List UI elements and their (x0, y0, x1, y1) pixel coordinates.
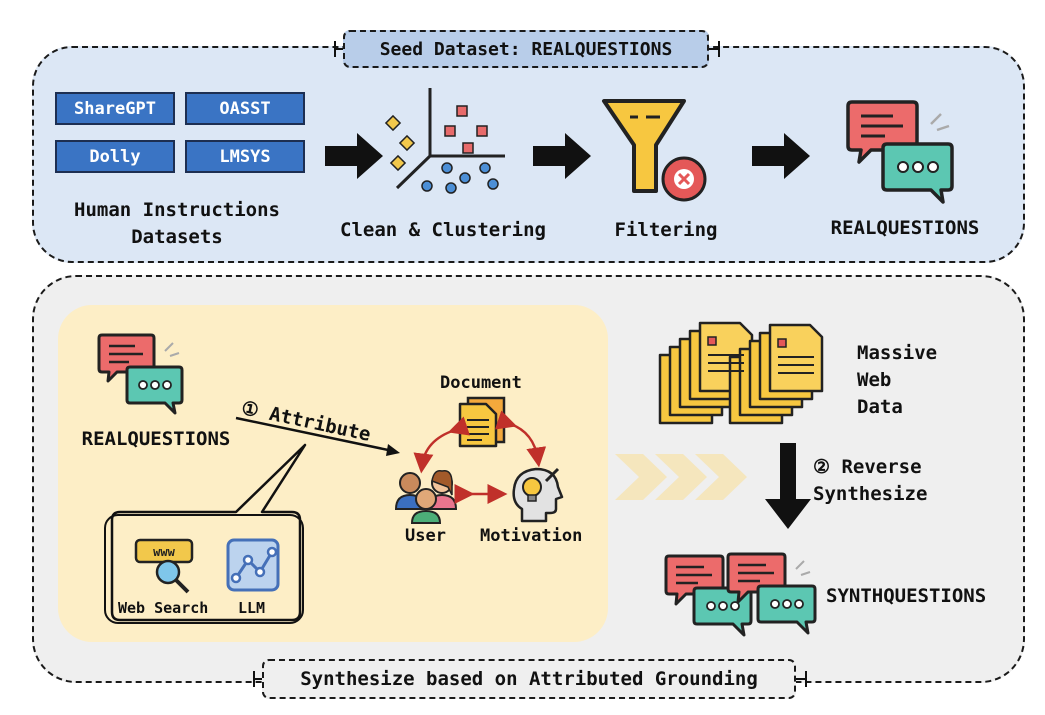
chat-bubbles-icon (97, 333, 184, 415)
user-node-label: User (405, 526, 446, 546)
document-node-label: Document (440, 373, 522, 393)
reverse-synthesize-line2: Synthesize (813, 483, 928, 505)
chat-bubbles-icon (846, 100, 954, 204)
web-search-icon: www (134, 538, 194, 594)
llm-network-icon (226, 538, 280, 592)
chevron-right-icon (615, 454, 747, 500)
sources-caption-line1: Human Instructions (74, 199, 280, 221)
synthquestions-label: SYNTHQUESTIONS (826, 585, 987, 607)
arrow-right-icon (752, 133, 810, 179)
sources-caption-line2: Datasets (131, 226, 223, 248)
chip-dolly: Dolly (55, 140, 175, 173)
user-group-icon (394, 469, 458, 524)
web-documents-stack-icon (658, 321, 824, 425)
realquestions-input-label: REALQUESTIONS (81, 428, 231, 450)
llm-label: LLM (238, 599, 266, 617)
web-search-label: Web Search (118, 599, 209, 617)
arrow-right-icon (325, 133, 383, 179)
chip-lmsys: LMSYS (185, 140, 305, 173)
filter-funnel-icon (602, 99, 707, 202)
chip-oasst: OASST (185, 92, 305, 125)
web-data-line1: Massive (857, 342, 938, 364)
step-clean-clustering-label: Clean & Clustering (340, 219, 546, 241)
step-filtering-label: Filtering (614, 219, 718, 241)
chat-bubbles-group-icon (664, 552, 817, 637)
svg-text:www: www (153, 545, 175, 559)
tools-box (104, 514, 304, 624)
seed-dataset-title: Seed Dataset: REALQUESTIONS (343, 30, 709, 68)
chip-sharegpt: ShareGPT (55, 92, 175, 125)
arrow-down-icon (765, 443, 811, 529)
motivation-node-label: Motivation (480, 526, 583, 546)
motivation-head-icon (512, 467, 564, 523)
web-data-line2: Web (857, 369, 892, 391)
synthesize-title: Synthesize based on Attributed Grounding (262, 659, 796, 699)
reverse-synthesize-line1: ② Reverse (813, 456, 922, 478)
arrow-right-icon (533, 133, 591, 179)
web-data-line3: Data (857, 396, 903, 418)
realquestions-result-label: REALQUESTIONS (830, 217, 980, 239)
clustering-scatter-icon (384, 88, 505, 194)
